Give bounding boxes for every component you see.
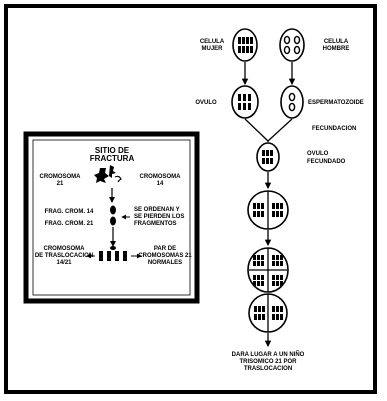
ordenan-label-2: SE PIERDEN LOS <box>134 214 184 220</box>
inset-title-2: FRACTURA <box>90 154 135 163</box>
cromosoma-14-label-2: 14 <box>157 181 164 187</box>
ovulo-label: OVULO <box>195 100 217 106</box>
ordenan-label-1: SE ORDENAN Y <box>134 207 180 213</box>
ovulo-fecundado-label-1: OVULO <box>307 151 329 157</box>
frag-14-label: FRAG. CROM. 14 <box>45 209 94 215</box>
celula-hombre-cell <box>280 29 304 61</box>
cromosoma-21-label-2: 21 <box>57 181 64 187</box>
par-label-2: CROMOSOMAS 21 <box>138 253 192 259</box>
result-line-3: TRASLOCACION <box>244 366 292 372</box>
frag-21-label: FRAG. CROM. 21 <box>45 221 94 227</box>
ovulo-fecundado-label-2: FECUNDADO <box>307 159 346 165</box>
cromosoma-21-label-1: CROMOSOMA <box>40 174 82 180</box>
celula-hombre-label-2: HOMBRE <box>323 46 350 52</box>
celula-mujer-cell <box>233 29 257 61</box>
fecundacion-label: FECUNDACION <box>312 126 356 132</box>
espermatozoide-cell <box>281 86 303 118</box>
result-line-2: TRISOMICO 21 POR <box>239 359 297 365</box>
celula-mujer-label-2: MUJER <box>201 46 223 52</box>
trasl-label-3: 14/21 <box>56 260 72 266</box>
trasl-label-1: CROMOSOMA <box>44 246 86 252</box>
fecundacion-line-right <box>268 119 292 141</box>
two-cell-stage <box>248 191 288 229</box>
celula-hombre-label-1: CELULA <box>324 39 349 45</box>
cromosoma-14-label-1: CROMOSOMA <box>140 174 182 180</box>
four-cell-stage <box>248 248 288 292</box>
ordenan-label-3: FRAGMENTOS <box>134 221 177 227</box>
result-line-1: DARA LUGAR A UN NIÑO <box>232 351 305 358</box>
fecundacion-line-left <box>245 119 268 141</box>
espermatozoide-label: ESPERMATOZOIDE <box>308 100 364 106</box>
ovulo-fecundado-cell <box>257 143 279 171</box>
par-label-1: PAR DE <box>154 246 176 252</box>
celula-mujer-label-1: CELULA <box>200 39 225 45</box>
trasl-label-2: DE TRASLOCACION <box>35 253 93 259</box>
par-label-3: NORMALES <box>148 260 182 266</box>
ovulo-cell <box>232 86 258 118</box>
embryo-stage <box>249 294 287 332</box>
